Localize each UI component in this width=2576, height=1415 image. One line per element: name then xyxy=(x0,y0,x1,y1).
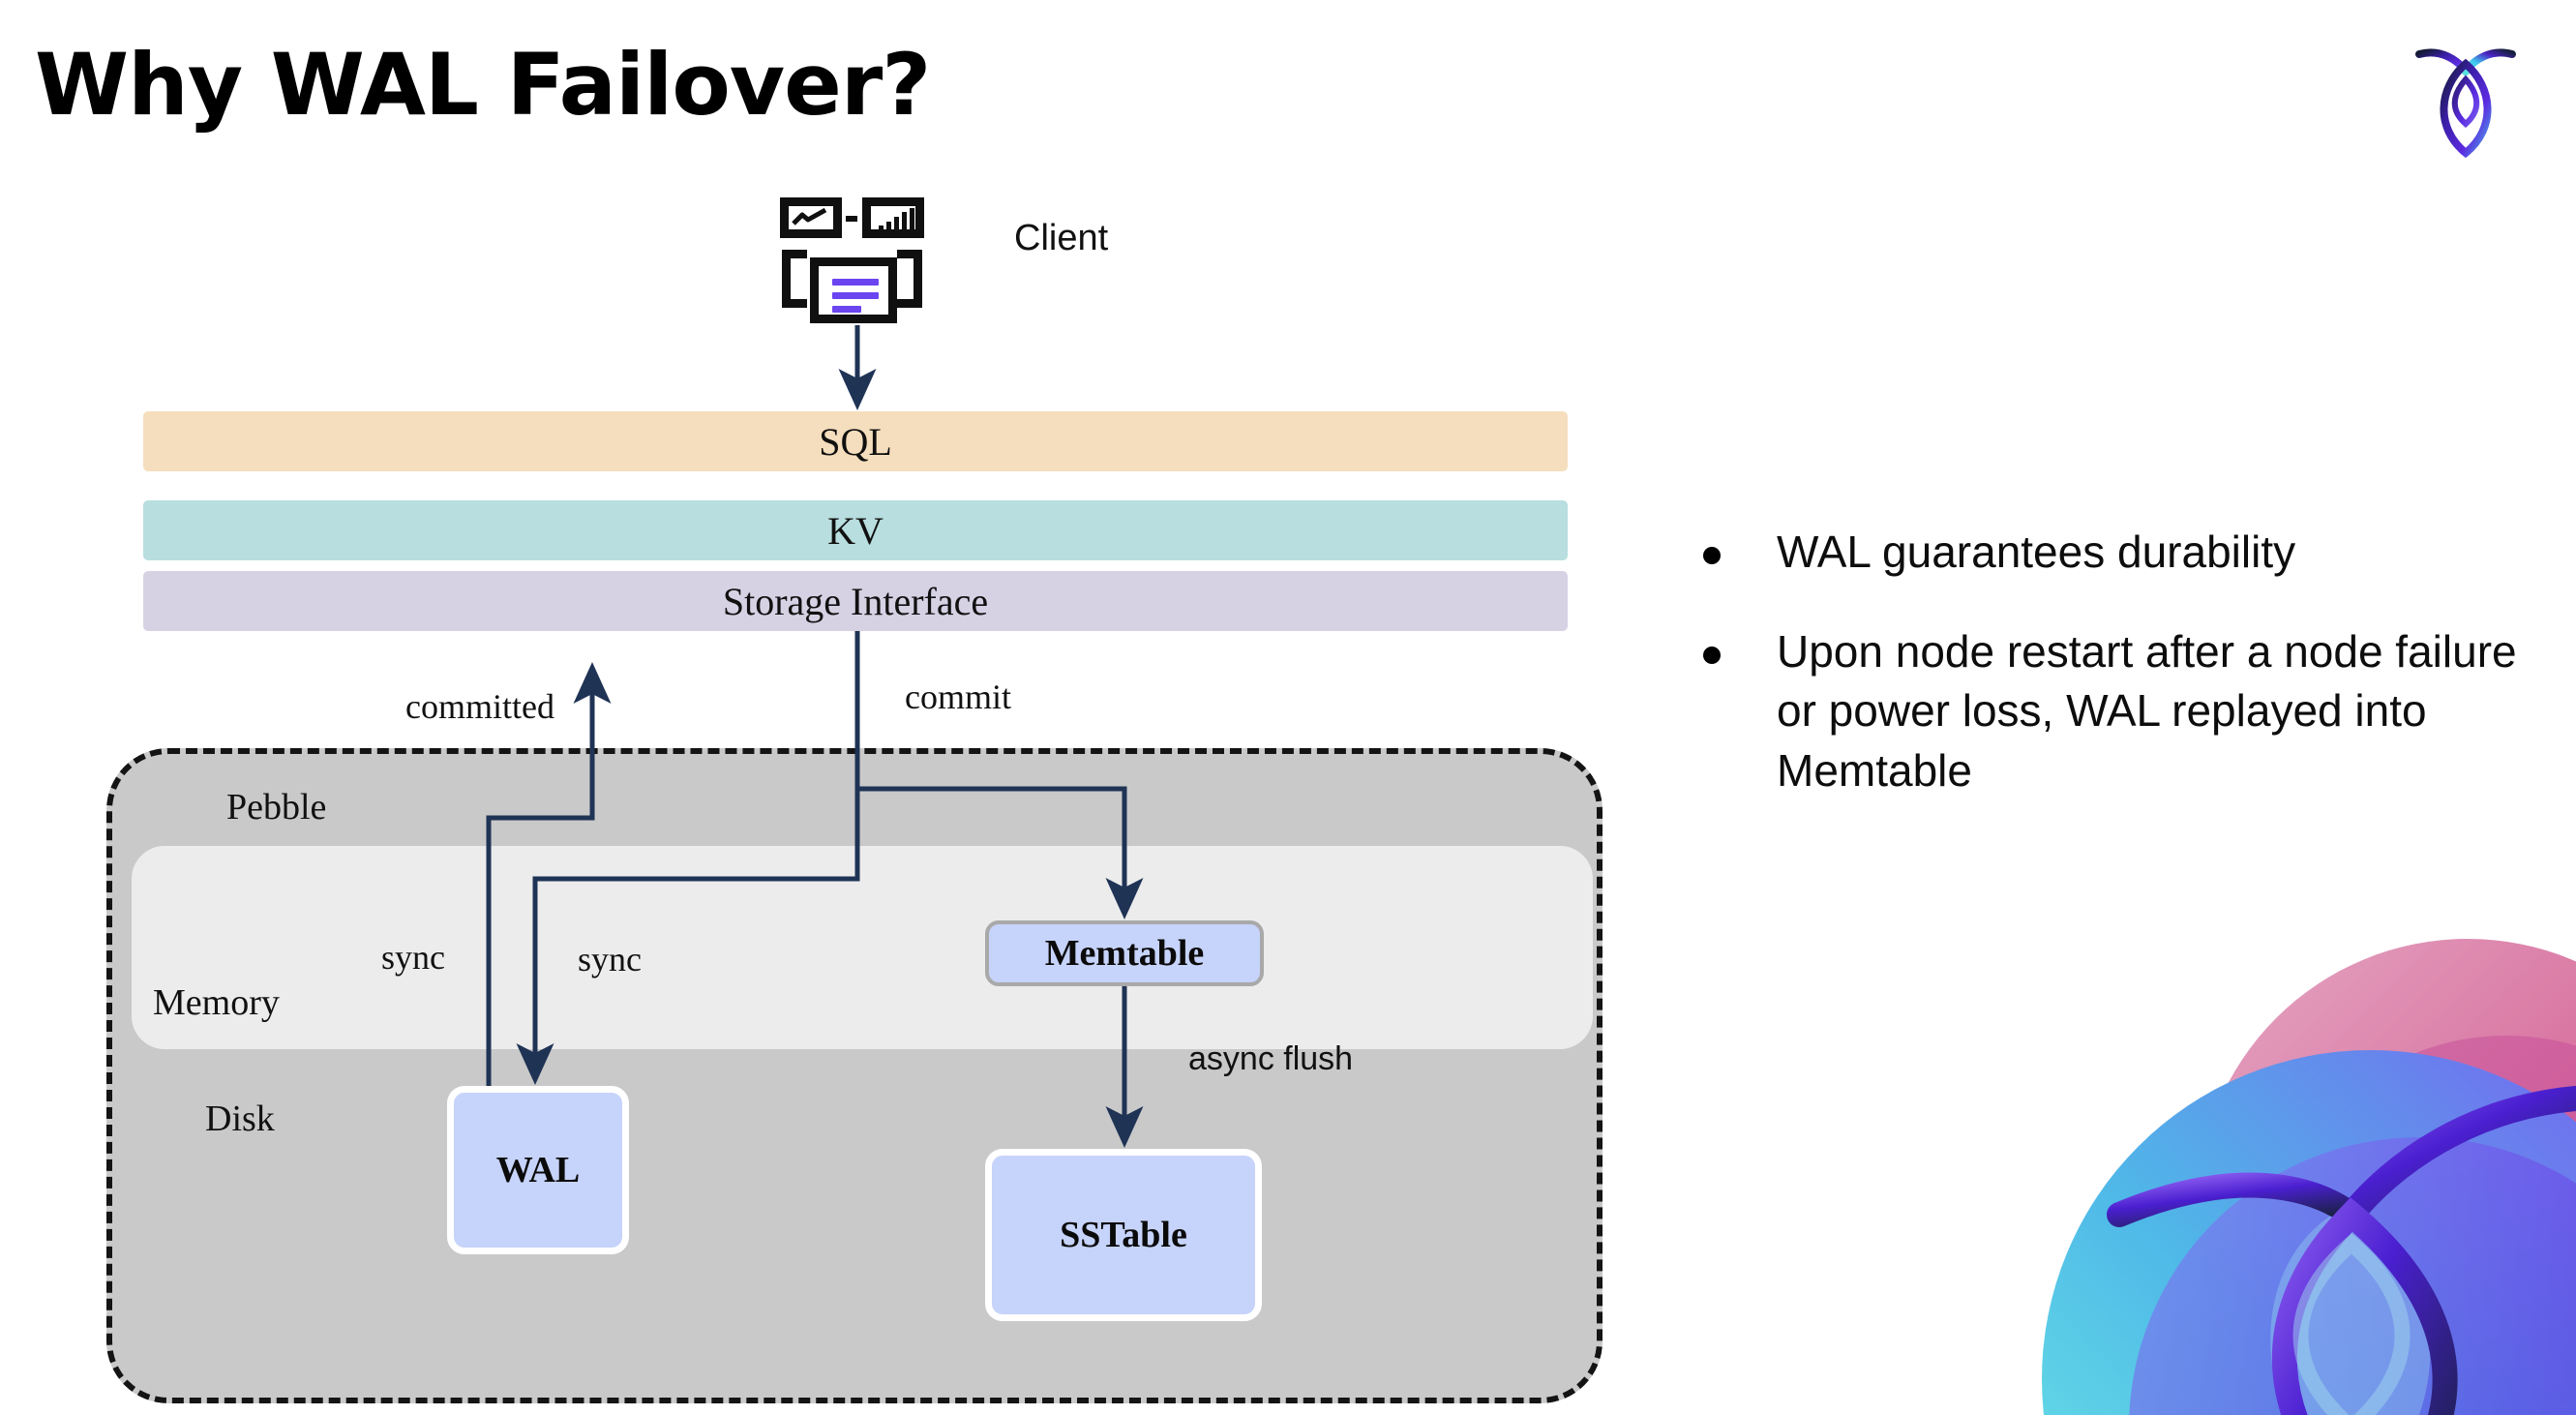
node-sstable: SSTable xyxy=(985,1149,1262,1321)
bullet-dot-icon xyxy=(1703,547,1721,564)
list-item: WAL guarantees durability xyxy=(1703,523,2526,582)
bullet-dot-icon xyxy=(1703,647,1721,665)
layer-bar-sql: SQL xyxy=(143,411,1568,471)
layer-bar-storage-interface: Storage Interface xyxy=(143,571,1568,631)
list-item: Upon node restart after a node failure o… xyxy=(1703,622,2526,800)
node-wal-label: WAL xyxy=(495,1150,581,1190)
cockroachdb-logo-icon xyxy=(2408,35,2524,161)
node-memtable: Memtable xyxy=(985,920,1264,986)
architecture-diagram: Client SQL KV Storage Interface Pebble M… xyxy=(106,197,1603,1403)
pebble-label: Pebble xyxy=(226,787,327,828)
pebble-container xyxy=(106,748,1603,1403)
node-memtable-label: Memtable xyxy=(1044,933,1205,974)
node-wal: WAL xyxy=(447,1086,629,1254)
layer-bar-kv: KV xyxy=(143,500,1568,560)
edge-label-sync-right: sync xyxy=(578,940,642,978)
layer-bar-storage-label: Storage Interface xyxy=(722,579,989,623)
page-title: Why WAL Failover? xyxy=(35,35,931,135)
edge-label-async-flush: async flush xyxy=(1188,1040,1354,1077)
client-label: Client xyxy=(1014,218,1109,258)
layer-bar-kv-label: KV xyxy=(827,508,884,553)
layer-bar-sql-label: SQL xyxy=(819,419,892,464)
bullet-list: WAL guarantees durability Upon node rest… xyxy=(1703,523,2526,841)
edge-label-sync-left: sync xyxy=(381,938,445,977)
node-sstable-label: SSTable xyxy=(1060,1215,1187,1255)
disk-label: Disk xyxy=(205,1099,275,1139)
bullet-text: Upon node restart after a node failure o… xyxy=(1777,626,2517,796)
memory-label: Memory xyxy=(153,982,280,1023)
bullet-text: WAL guarantees durability xyxy=(1777,527,2296,577)
cockroachdb-decorative-graphic xyxy=(1964,924,2576,1415)
memory-region xyxy=(132,846,1593,1049)
client-dashboard-icon xyxy=(780,197,935,323)
edge-label-commit: commit xyxy=(905,677,1011,716)
edge-label-committed: committed xyxy=(405,687,554,726)
